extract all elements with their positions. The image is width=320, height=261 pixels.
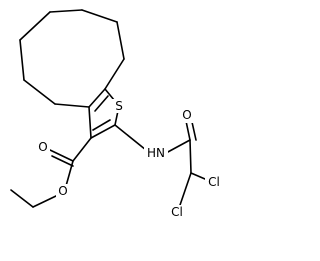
svg-text:S: S <box>115 99 123 113</box>
atom-label-amide-oxygen: O <box>180 108 194 123</box>
svg-text:O: O <box>182 108 191 122</box>
atom-label-carbonyl-oxygen: O <box>36 140 50 155</box>
atom-label-ester-oxygen: O <box>56 184 70 199</box>
chemical-structure-diagram: S HN O Cl Cl O O <box>10 9 223 220</box>
atom-label-chlorine-lower: Cl <box>168 205 186 220</box>
svg-text:Cl: Cl <box>208 175 220 189</box>
atom-label-sulfur: S <box>112 99 126 113</box>
atom-label-amide-nitrogen: HN <box>144 145 168 161</box>
svg-text:HN: HN <box>147 146 165 160</box>
svg-text:Cl: Cl <box>171 205 183 219</box>
ethyl-ester <box>10 137 92 208</box>
svg-text:O: O <box>38 140 47 154</box>
thiophene-ring <box>88 88 120 139</box>
cyclooctane-ring <box>19 9 125 108</box>
atom-label-chlorine-upper: Cl <box>205 175 223 190</box>
amide-chain <box>114 120 213 209</box>
svg-text:O: O <box>58 184 67 198</box>
